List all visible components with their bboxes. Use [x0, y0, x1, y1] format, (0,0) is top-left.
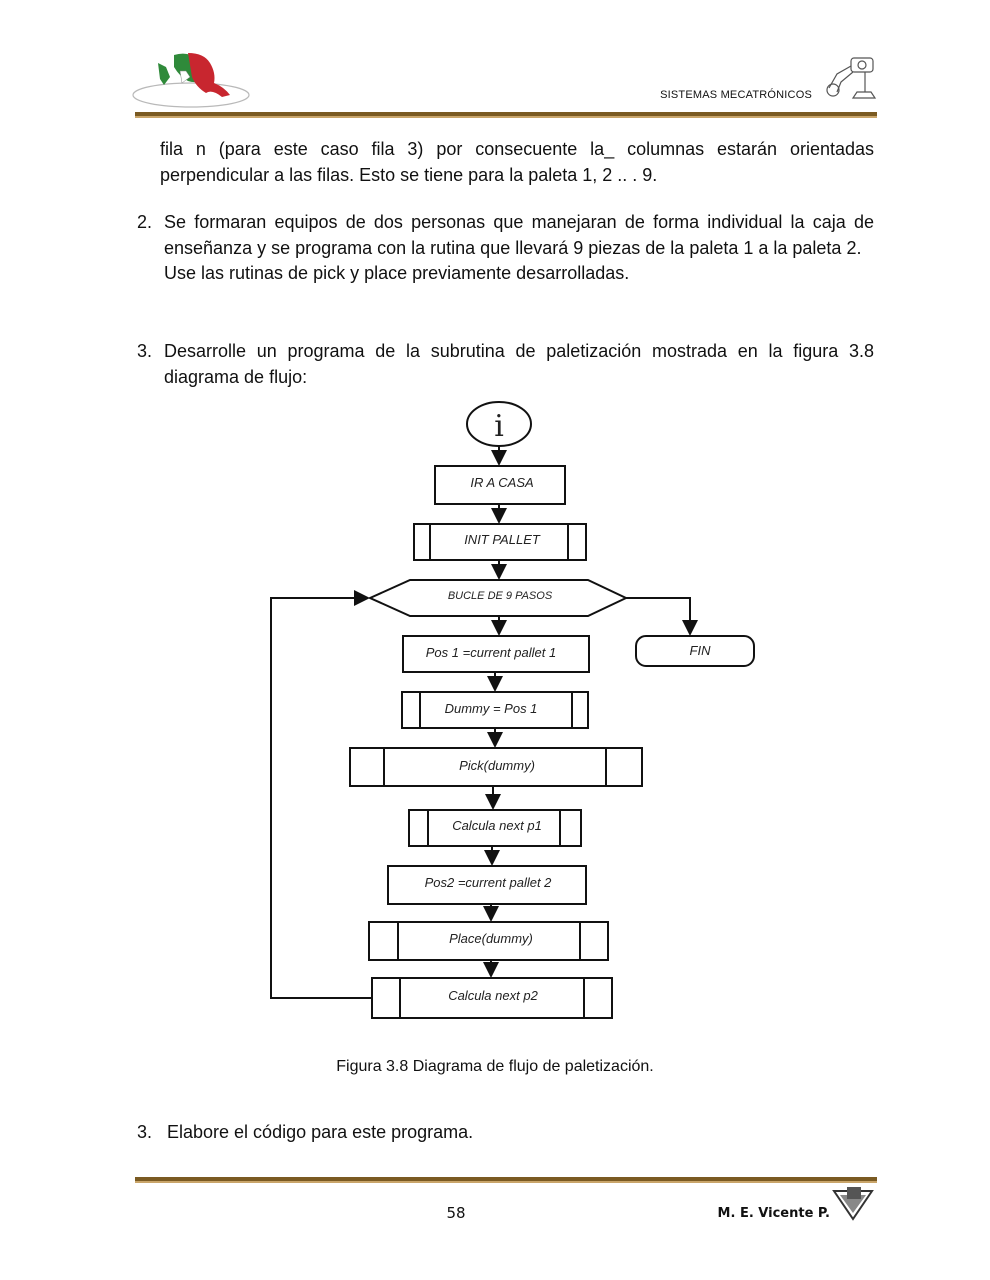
header-divider — [135, 112, 877, 118]
flow-start-label: i — [494, 409, 504, 444]
list-item: 3. Desarrolle un programa de la subrutin… — [137, 339, 874, 390]
list-number: 2. — [137, 212, 153, 232]
list-text: Elabore el código para este programa. — [167, 1122, 474, 1142]
flow-label: Pos 1 =current pallet 1 — [426, 645, 556, 660]
list-text: Use las rutinas de pick y place previame… — [164, 263, 630, 283]
flow-step-dummy — [401, 691, 589, 729]
flowchart: i IR A CASA INIT PALLET BUCLE DE 9 PASOS… — [270, 401, 755, 1019]
paragraph-intro: fila n (para este caso fila 3) por conse… — [160, 137, 874, 188]
flow-step-calc-p2 — [371, 977, 613, 1019]
paragraph-line: perpendicular a las filas. Esto se tiene… — [160, 164, 658, 185]
author-name: M. E. Vicente P. — [717, 1206, 830, 1221]
triangle-emblem-icon — [832, 1187, 874, 1221]
flow-step-pos2 — [387, 865, 587, 905]
flow-label: Pick(dummy) — [459, 758, 535, 773]
flow-label: INIT PALLET — [464, 532, 541, 547]
flow-step-init-pallet — [413, 523, 587, 561]
flow-label: Calcula next p1 — [452, 818, 542, 833]
list-number: 3. — [137, 1122, 153, 1142]
flow-label: BUCLE DE 9 PASOS — [448, 590, 553, 602]
list-number: 3. — [137, 341, 153, 361]
paragraph-line: fila n (para este caso fila 3) por conse… — [160, 139, 874, 159]
page-number: 58 — [446, 1204, 466, 1222]
flow-label: Pos2 =current pallet 2 — [425, 875, 553, 890]
flow-label: Dummy = Pos 1 — [445, 701, 538, 716]
flow-end-node — [635, 635, 755, 667]
flow-label: IR A CASA — [470, 475, 533, 490]
figure-caption: Figura 3.8 Diagrama de flujo de paletiza… — [336, 1058, 654, 1075]
robot-arm-icon — [826, 57, 877, 99]
header-title: SISTEMAS MECATRÓNICOS — [660, 89, 812, 101]
list-text: Se formaran equipos de dos personas que … — [164, 212, 874, 258]
flow-step-calc-p1 — [408, 809, 582, 847]
list-text: Desarrolle un programa de la subrutina d… — [164, 341, 874, 387]
flow-step-place — [368, 921, 609, 961]
list-item: 3. Elabore el código para este programa. — [137, 1120, 874, 1146]
flow-step-pick — [349, 747, 643, 787]
flow-label: FIN — [690, 643, 712, 658]
list-item: 2. Se formaran equipos de dos personas q… — [137, 210, 874, 287]
flow-step-ir-a-casa — [434, 465, 566, 505]
flow-label: Place(dummy) — [449, 931, 533, 946]
flow-label: Calcula next p2 — [448, 988, 538, 1003]
mexico-map-logo-icon — [132, 53, 250, 108]
footer-divider — [135, 1177, 877, 1183]
